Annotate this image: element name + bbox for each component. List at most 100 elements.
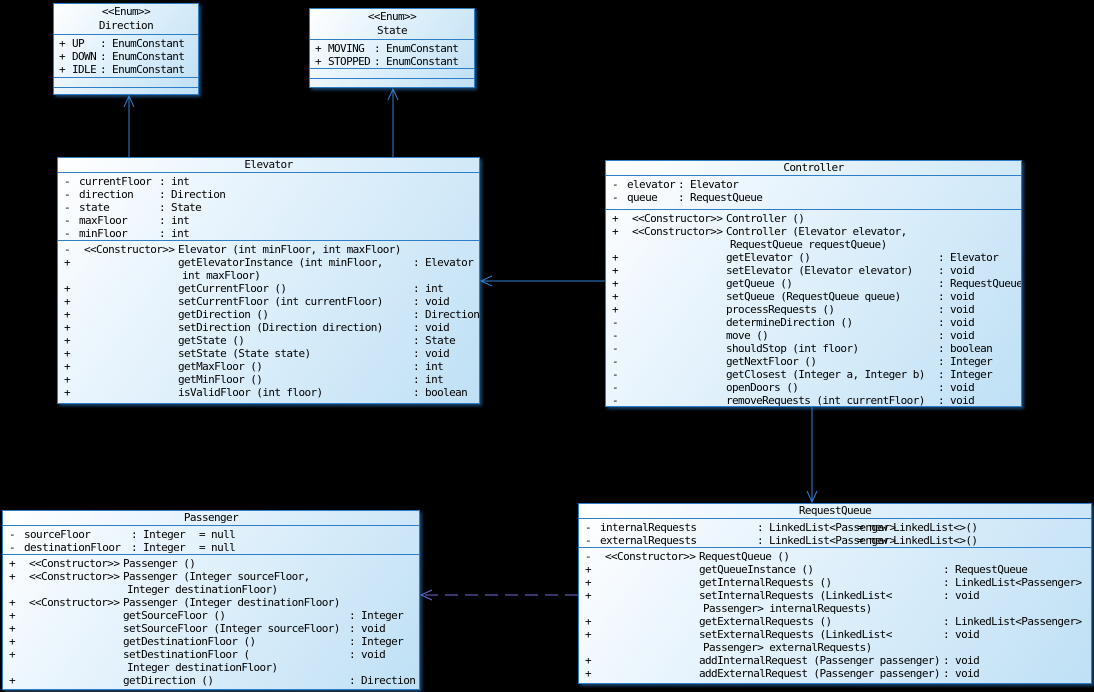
visibility-sign: - bbox=[64, 201, 71, 214]
operation-return-type: : Integer bbox=[938, 368, 993, 381]
visibility-sign: - bbox=[64, 227, 71, 240]
visibility-sign: + bbox=[585, 628, 592, 641]
attribute-row: -minFloor: int bbox=[58, 227, 479, 240]
visibility-sign: + bbox=[585, 563, 592, 576]
operation-row: +getExternalRequests (): LinkedList<Pass… bbox=[579, 615, 1091, 628]
operation-row: +isValidFloor (int floor): boolean bbox=[58, 386, 479, 399]
class-title-passenger: Passenger bbox=[3, 511, 419, 526]
visibility-sign: + bbox=[64, 347, 71, 360]
operation-row: +addInternalRequest (Passenger passenger… bbox=[579, 654, 1091, 667]
operation-row: +setQueue (RequestQueue queue): void bbox=[606, 290, 1021, 303]
attribute-type: : Integer bbox=[131, 541, 186, 554]
operation-name: setQueue (RequestQueue queue) bbox=[726, 290, 901, 303]
operation-row-continuation: RequestQueue requestQueue) bbox=[606, 238, 1021, 251]
visibility-sign: + bbox=[612, 212, 619, 225]
literal-type: : EnumConstant bbox=[374, 55, 459, 68]
visibility-sign: - bbox=[585, 521, 592, 534]
operation-row: +<<Constructor>>Controller (Elevator ele… bbox=[606, 225, 1021, 238]
operation-row: -removeRequests (int currentFloor): void bbox=[606, 394, 1021, 406]
association-elevator-direction[interactable] bbox=[123, 94, 135, 157]
class-title-controller: Controller bbox=[606, 161, 1021, 176]
open-arrowhead-icon bbox=[806, 490, 818, 504]
operation-name: getSourceFloor () bbox=[123, 609, 226, 622]
association-controller-elevator[interactable] bbox=[479, 275, 605, 287]
operation-return-type: : Elevator bbox=[413, 256, 474, 269]
operation-name: setExternalRequests (LinkedList< bbox=[699, 628, 892, 641]
enum-box-direction[interactable]: <<Enum>>Direction+UP: EnumConstant+DOWN:… bbox=[53, 3, 199, 95]
attribute-row: -currentFloor: int bbox=[58, 175, 479, 188]
operation-row: -move (): void bbox=[606, 329, 1021, 342]
visibility-sign: + bbox=[612, 225, 619, 238]
class-box-controller[interactable]: Controller-elevator: Elevator-queue: Req… bbox=[605, 160, 1022, 407]
attribute-type: : int bbox=[159, 214, 190, 227]
constructor-stereotype: <<Constructor>> bbox=[29, 596, 120, 609]
operation-row: +getSourceFloor (): Integer bbox=[3, 609, 419, 622]
enum-header: <<Enum>>State bbox=[310, 9, 474, 40]
operation-name: Passenger (Integer destinationFloor) bbox=[123, 596, 340, 609]
attribute-initial-value: = new LinkedList<>() bbox=[857, 534, 978, 547]
operation-name: getDestinationFloor () bbox=[123, 635, 256, 648]
operation-row: -openDoors (): void bbox=[606, 381, 1021, 394]
attributes-compartment: -currentFloor: int-direction: Direction-… bbox=[58, 173, 479, 241]
visibility-sign: + bbox=[9, 596, 16, 609]
class-box-requestqueue[interactable]: RequestQueue-internalRequests: LinkedLis… bbox=[578, 503, 1092, 684]
operation-name: Passenger (Integer sourceFloor, bbox=[123, 570, 310, 583]
enum-box-state[interactable]: <<Enum>>State+MOVING: EnumConstant+STOPP… bbox=[309, 8, 475, 88]
operation-name: processRequests () bbox=[726, 303, 835, 316]
operation-return-type: : Elevator bbox=[938, 251, 999, 264]
association-elevator-state[interactable] bbox=[387, 87, 399, 157]
operation-return-type: : Integer bbox=[349, 635, 404, 648]
operation-name: setElevator (Elevator elevator) bbox=[726, 264, 913, 277]
attribute-name: minFloor bbox=[79, 227, 128, 240]
operation-row: +getQueueInstance (): RequestQueue bbox=[579, 563, 1091, 576]
operation-row: +setDirection (Direction direction): voi… bbox=[58, 321, 479, 334]
operation-row: -<<Constructor>>Elevator (int minFloor, … bbox=[58, 243, 479, 256]
operation-row: +setInternalRequests (LinkedList<: void bbox=[579, 589, 1091, 602]
attributes-compartment: -internalRequests: LinkedList<Passenger>… bbox=[579, 519, 1091, 548]
operation-return-type: : RequestQueue bbox=[943, 563, 1028, 576]
attribute-type: : Elevator bbox=[678, 178, 739, 191]
literal-name: MOVING bbox=[328, 42, 365, 55]
operation-name: getQueue () bbox=[726, 277, 793, 290]
open-arrowhead-icon bbox=[419, 589, 433, 601]
attribute-name: state bbox=[79, 201, 110, 214]
visibility-sign: + bbox=[585, 615, 592, 628]
operation-param-wrap: RequestQueue requestQueue) bbox=[730, 238, 887, 251]
attributes-compartment: -elevator: Elevator-queue: RequestQueue bbox=[606, 176, 1021, 210]
visibility-sign: + bbox=[612, 251, 619, 264]
operation-return-type: : void bbox=[349, 622, 386, 635]
operation-name: setDirection (Direction direction) bbox=[178, 321, 383, 334]
class-box-elevator[interactable]: Elevator-currentFloor: int-direction: Di… bbox=[57, 157, 480, 404]
operation-name: addInternalRequest (Passenger passenger) bbox=[699, 654, 941, 667]
operation-row: +processRequests (): void bbox=[606, 303, 1021, 316]
visibility-sign: - bbox=[64, 175, 71, 188]
empty-attributes-compartment bbox=[54, 78, 198, 88]
operation-name: getDirection () bbox=[123, 674, 214, 687]
attribute-row: -maxFloor: int bbox=[58, 214, 479, 227]
operation-return-type: : Integer bbox=[349, 609, 404, 622]
operation-row: +getCurrentFloor (): int bbox=[58, 282, 479, 295]
empty-operations-compartment bbox=[54, 88, 198, 94]
attribute-name: sourceFloor bbox=[24, 528, 91, 541]
association-controller-requestqueue[interactable] bbox=[806, 407, 818, 504]
enum-literals-compartment: +UP: EnumConstant+DOWN: EnumConstant+IDL… bbox=[54, 35, 198, 78]
operation-row-continuation: Integer destinationFloor) bbox=[3, 583, 419, 596]
operation-row: +getMinFloor (): int bbox=[58, 373, 479, 386]
literal-row: +IDLE: EnumConstant bbox=[54, 63, 198, 76]
visibility-sign: - bbox=[9, 528, 16, 541]
dependency-requestqueue-passenger[interactable] bbox=[419, 589, 578, 601]
operation-return-type: : void bbox=[349, 648, 386, 661]
operation-return-type: : void bbox=[943, 667, 980, 680]
constructor-stereotype: <<Constructor>> bbox=[84, 243, 175, 256]
operation-row: + <<Constructor>>Passenger (Integer desti… bbox=[3, 596, 419, 609]
visibility-sign: + bbox=[64, 386, 71, 399]
attribute-name: externalRequests bbox=[600, 534, 697, 547]
visibility-sign: + bbox=[585, 667, 592, 680]
operation-return-type: : void bbox=[943, 589, 980, 602]
operation-name: Controller () bbox=[726, 212, 805, 225]
visibility-sign: - bbox=[612, 316, 619, 329]
class-box-passenger[interactable]: Passenger-sourceFloor: Integer= null-des… bbox=[2, 510, 420, 690]
visibility-sign: + bbox=[59, 37, 66, 50]
attribute-name: queue bbox=[627, 191, 658, 204]
